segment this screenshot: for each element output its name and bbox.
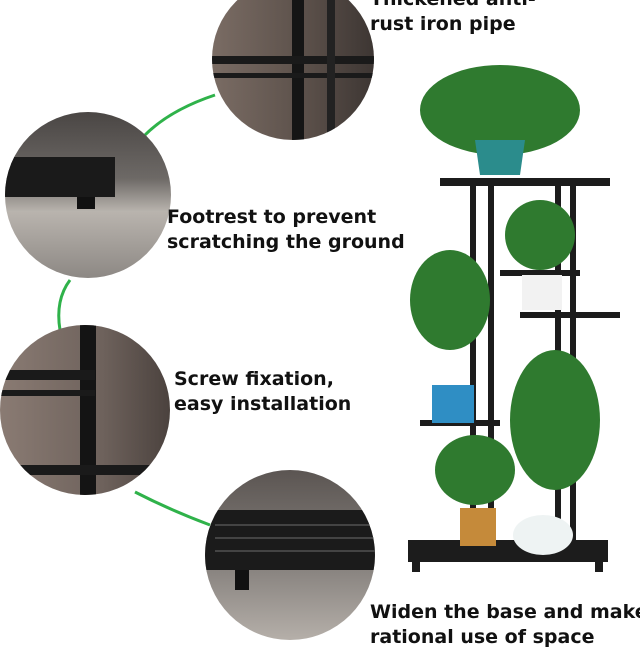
feature-line: Footrest to prevent (167, 206, 377, 228)
detail-iron-pipe-image (212, 0, 374, 140)
feature-label-screw: Screw fixation, easy installation (174, 367, 351, 417)
feature-line: rust iron pipe (370, 13, 516, 35)
feature-line: Screw fixation, (174, 368, 334, 390)
feature-line: Thickened anti- (370, 0, 536, 12)
feature-label-base: Widen the base and make rational use of … (370, 600, 640, 650)
feature-line: rational use of space (370, 626, 595, 648)
feature-label-iron-pipe: Thickened anti- rust iron pipe (370, 0, 536, 37)
feature-line: easy installation (174, 393, 352, 415)
feature-label-footrest: Footrest to prevent scratching the groun… (167, 205, 405, 255)
detail-screw-image (0, 325, 170, 495)
feature-line: scratching the ground (167, 231, 405, 253)
detail-base-image (205, 470, 375, 640)
feature-line: Widen the base and make (370, 601, 640, 623)
detail-footrest-image (5, 112, 171, 278)
